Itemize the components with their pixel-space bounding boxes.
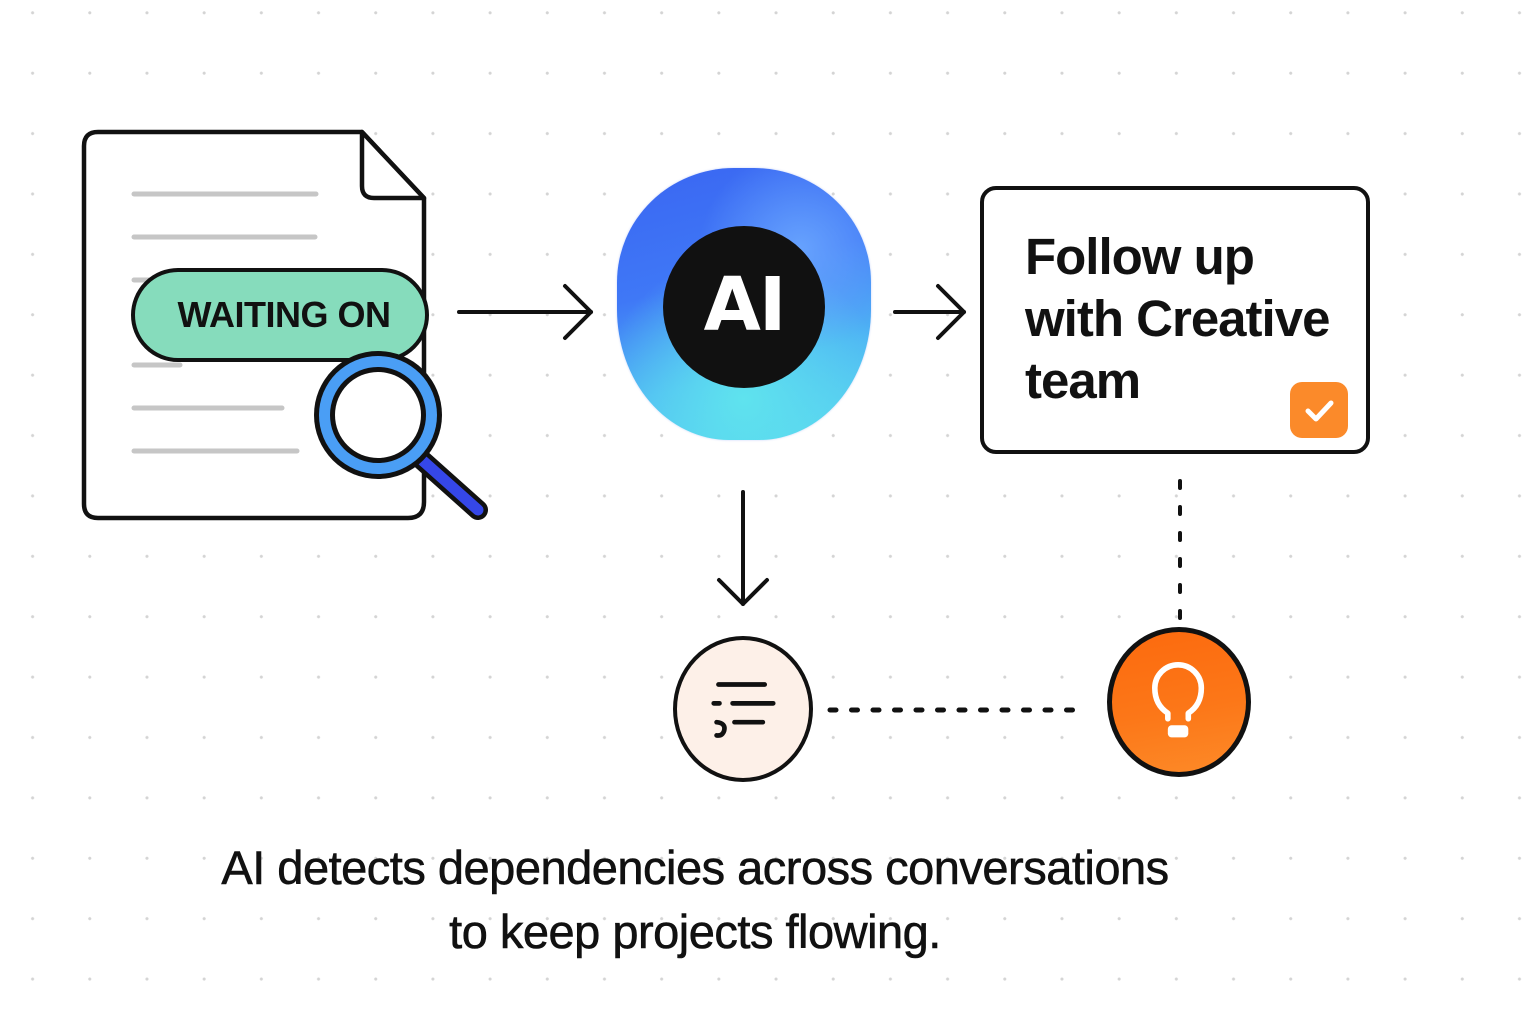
dotted-connector-task-to-idea (1176, 476, 1184, 621)
caption: AI detects dependencies across conversat… (0, 836, 1390, 964)
lightbulb-icon (1152, 662, 1205, 738)
task-text: Follow up with Creative team (1025, 226, 1365, 412)
task-text-line: Follow up (1025, 228, 1255, 285)
idea-node (1107, 627, 1251, 777)
ai-label: AI (703, 262, 787, 348)
arrow-ai-to-notes (712, 488, 774, 610)
search-icon (310, 340, 490, 525)
task-text-line: with Creative (1025, 290, 1330, 347)
text-lines-icon (711, 682, 776, 738)
waiting-on-label: WAITING ON (177, 294, 392, 335)
task-card: Follow up with Creative team (980, 186, 1370, 454)
notes-node (673, 636, 813, 782)
arrow-ai-to-task (890, 282, 970, 342)
waiting-on-tag: WAITING ON (131, 268, 429, 362)
arrow-document-to-ai (455, 282, 595, 342)
document-text-lines (131, 191, 319, 454)
caption-line-2: to keep projects flowing. (449, 905, 942, 959)
task-text-line: team (1025, 352, 1141, 409)
ai-core: AI (663, 226, 825, 388)
caption-line-1: AI detects dependencies across conversat… (221, 841, 1169, 895)
checkmark-icon (1305, 400, 1334, 422)
task-checkbox[interactable] (1290, 382, 1348, 438)
dotted-connector-notes-to-idea (826, 702, 1088, 713)
